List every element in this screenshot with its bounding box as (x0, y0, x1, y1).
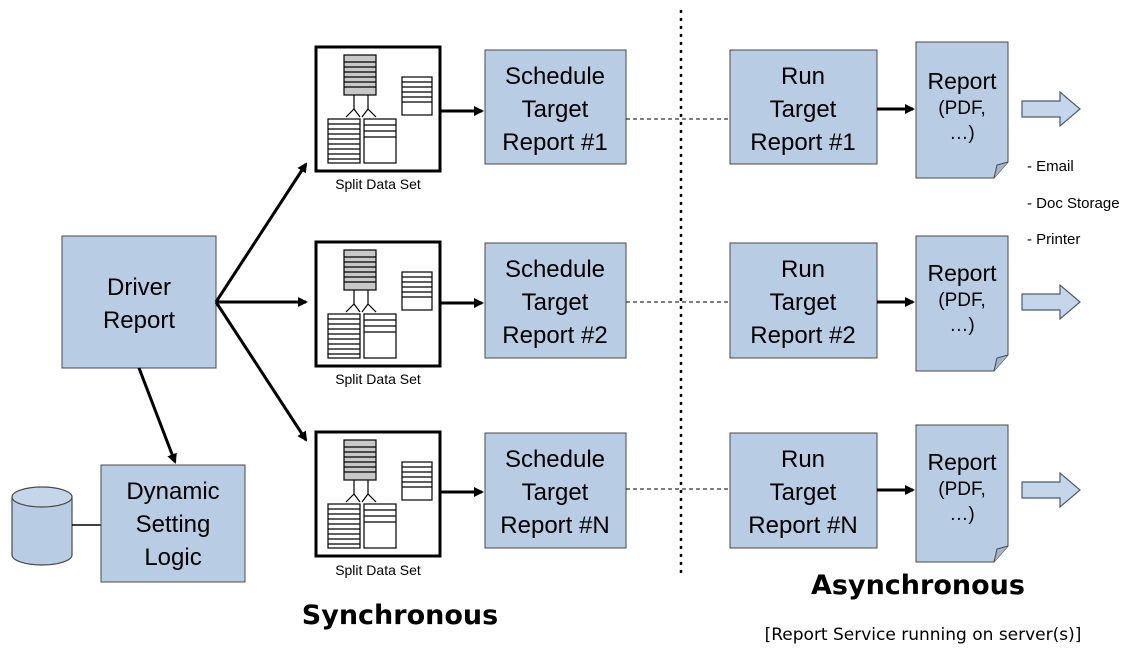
report-service-note: [Report Service running on server(s)] (765, 625, 1082, 645)
report-doc-line2: (PDF, (938, 98, 986, 119)
split-data-set-label: Split Data Set (335, 176, 421, 192)
row-2: Split Data Set Schedule Target Report #2… (314, 235, 1081, 387)
dynamic-line1: Dynamic (126, 478, 219, 505)
report-doc-line3: …) (949, 504, 974, 525)
synchronous-label: Synchronous (302, 600, 498, 631)
row-1: Split Data Set Schedule Target Report #1… (314, 41, 1081, 192)
arrow-driver-to-split-1 (214, 162, 308, 303)
row-n: Split Data Set Schedule Target Report #N… (314, 424, 1081, 578)
schedule-line2: Target (522, 479, 589, 506)
run-line1: Run (781, 63, 825, 90)
run-target-report-box (729, 432, 878, 549)
schedule-line2: Target (522, 96, 589, 123)
schedule-line3: Report #2 (502, 322, 607, 349)
dynamic-setting-logic-box: Dynamic Setting Logic (100, 464, 246, 583)
schedule-line1: Schedule (505, 63, 605, 90)
split-data-set-icon (314, 240, 442, 368)
split-data-set-icon (314, 45, 442, 173)
split-data-set-label: Split Data Set (335, 562, 421, 578)
database-icon (11, 486, 73, 566)
schedule-target-report-box (484, 49, 627, 165)
run-target-report-box (729, 49, 878, 165)
split-data-set-label: Split Data Set (335, 371, 421, 387)
report-doc-line2: (PDF, (938, 479, 986, 500)
schedule-target-report-box (484, 432, 627, 549)
report-doc-line2: (PDF, (938, 290, 986, 311)
run-line3: Report #N (748, 512, 857, 539)
run-line2: Target (770, 96, 837, 123)
destination-email: - Email (1027, 158, 1074, 175)
run-line2: Target (770, 289, 837, 316)
driver-report-box: Driver Report (61, 235, 217, 369)
driver-line2: Report (103, 307, 175, 334)
destination-doc-storage: - Doc Storage (1027, 195, 1120, 212)
run-line3: Report #1 (750, 129, 855, 156)
schedule-target-report-box (484, 242, 627, 359)
report-doc-line1: Report (927, 68, 997, 94)
report-doc-line1: Report (927, 449, 997, 475)
driver-line1: Driver (107, 274, 171, 301)
run-line2: Target (770, 479, 837, 506)
output-arrow-icon (1021, 283, 1081, 321)
run-line1: Run (781, 446, 825, 473)
dynamic-line2: Setting (136, 511, 211, 538)
destination-printer: - Printer (1027, 231, 1080, 248)
split-data-set-icon (314, 430, 442, 558)
report-doc-line1: Report (927, 260, 997, 286)
schedule-line3: Report #N (500, 512, 609, 539)
report-doc-line3: …) (949, 315, 974, 336)
run-line3: Report #2 (750, 322, 855, 349)
schedule-line1: Schedule (505, 446, 605, 473)
schedule-line1: Schedule (505, 256, 605, 283)
output-arrow-icon (1021, 471, 1081, 509)
schedule-line3: Report #1 (502, 129, 607, 156)
asynchronous-label: Asynchronous (811, 570, 1025, 601)
schedule-line2: Target (522, 289, 589, 316)
dynamic-line3: Logic (144, 544, 201, 571)
arrow-driver-to-split-n (214, 301, 308, 442)
output-arrow-icon (1021, 90, 1081, 128)
run-line1: Run (781, 256, 825, 283)
run-target-report-box (729, 242, 878, 359)
report-doc-line3: …) (949, 123, 974, 144)
arrow-driver-to-dynamic (137, 367, 177, 464)
